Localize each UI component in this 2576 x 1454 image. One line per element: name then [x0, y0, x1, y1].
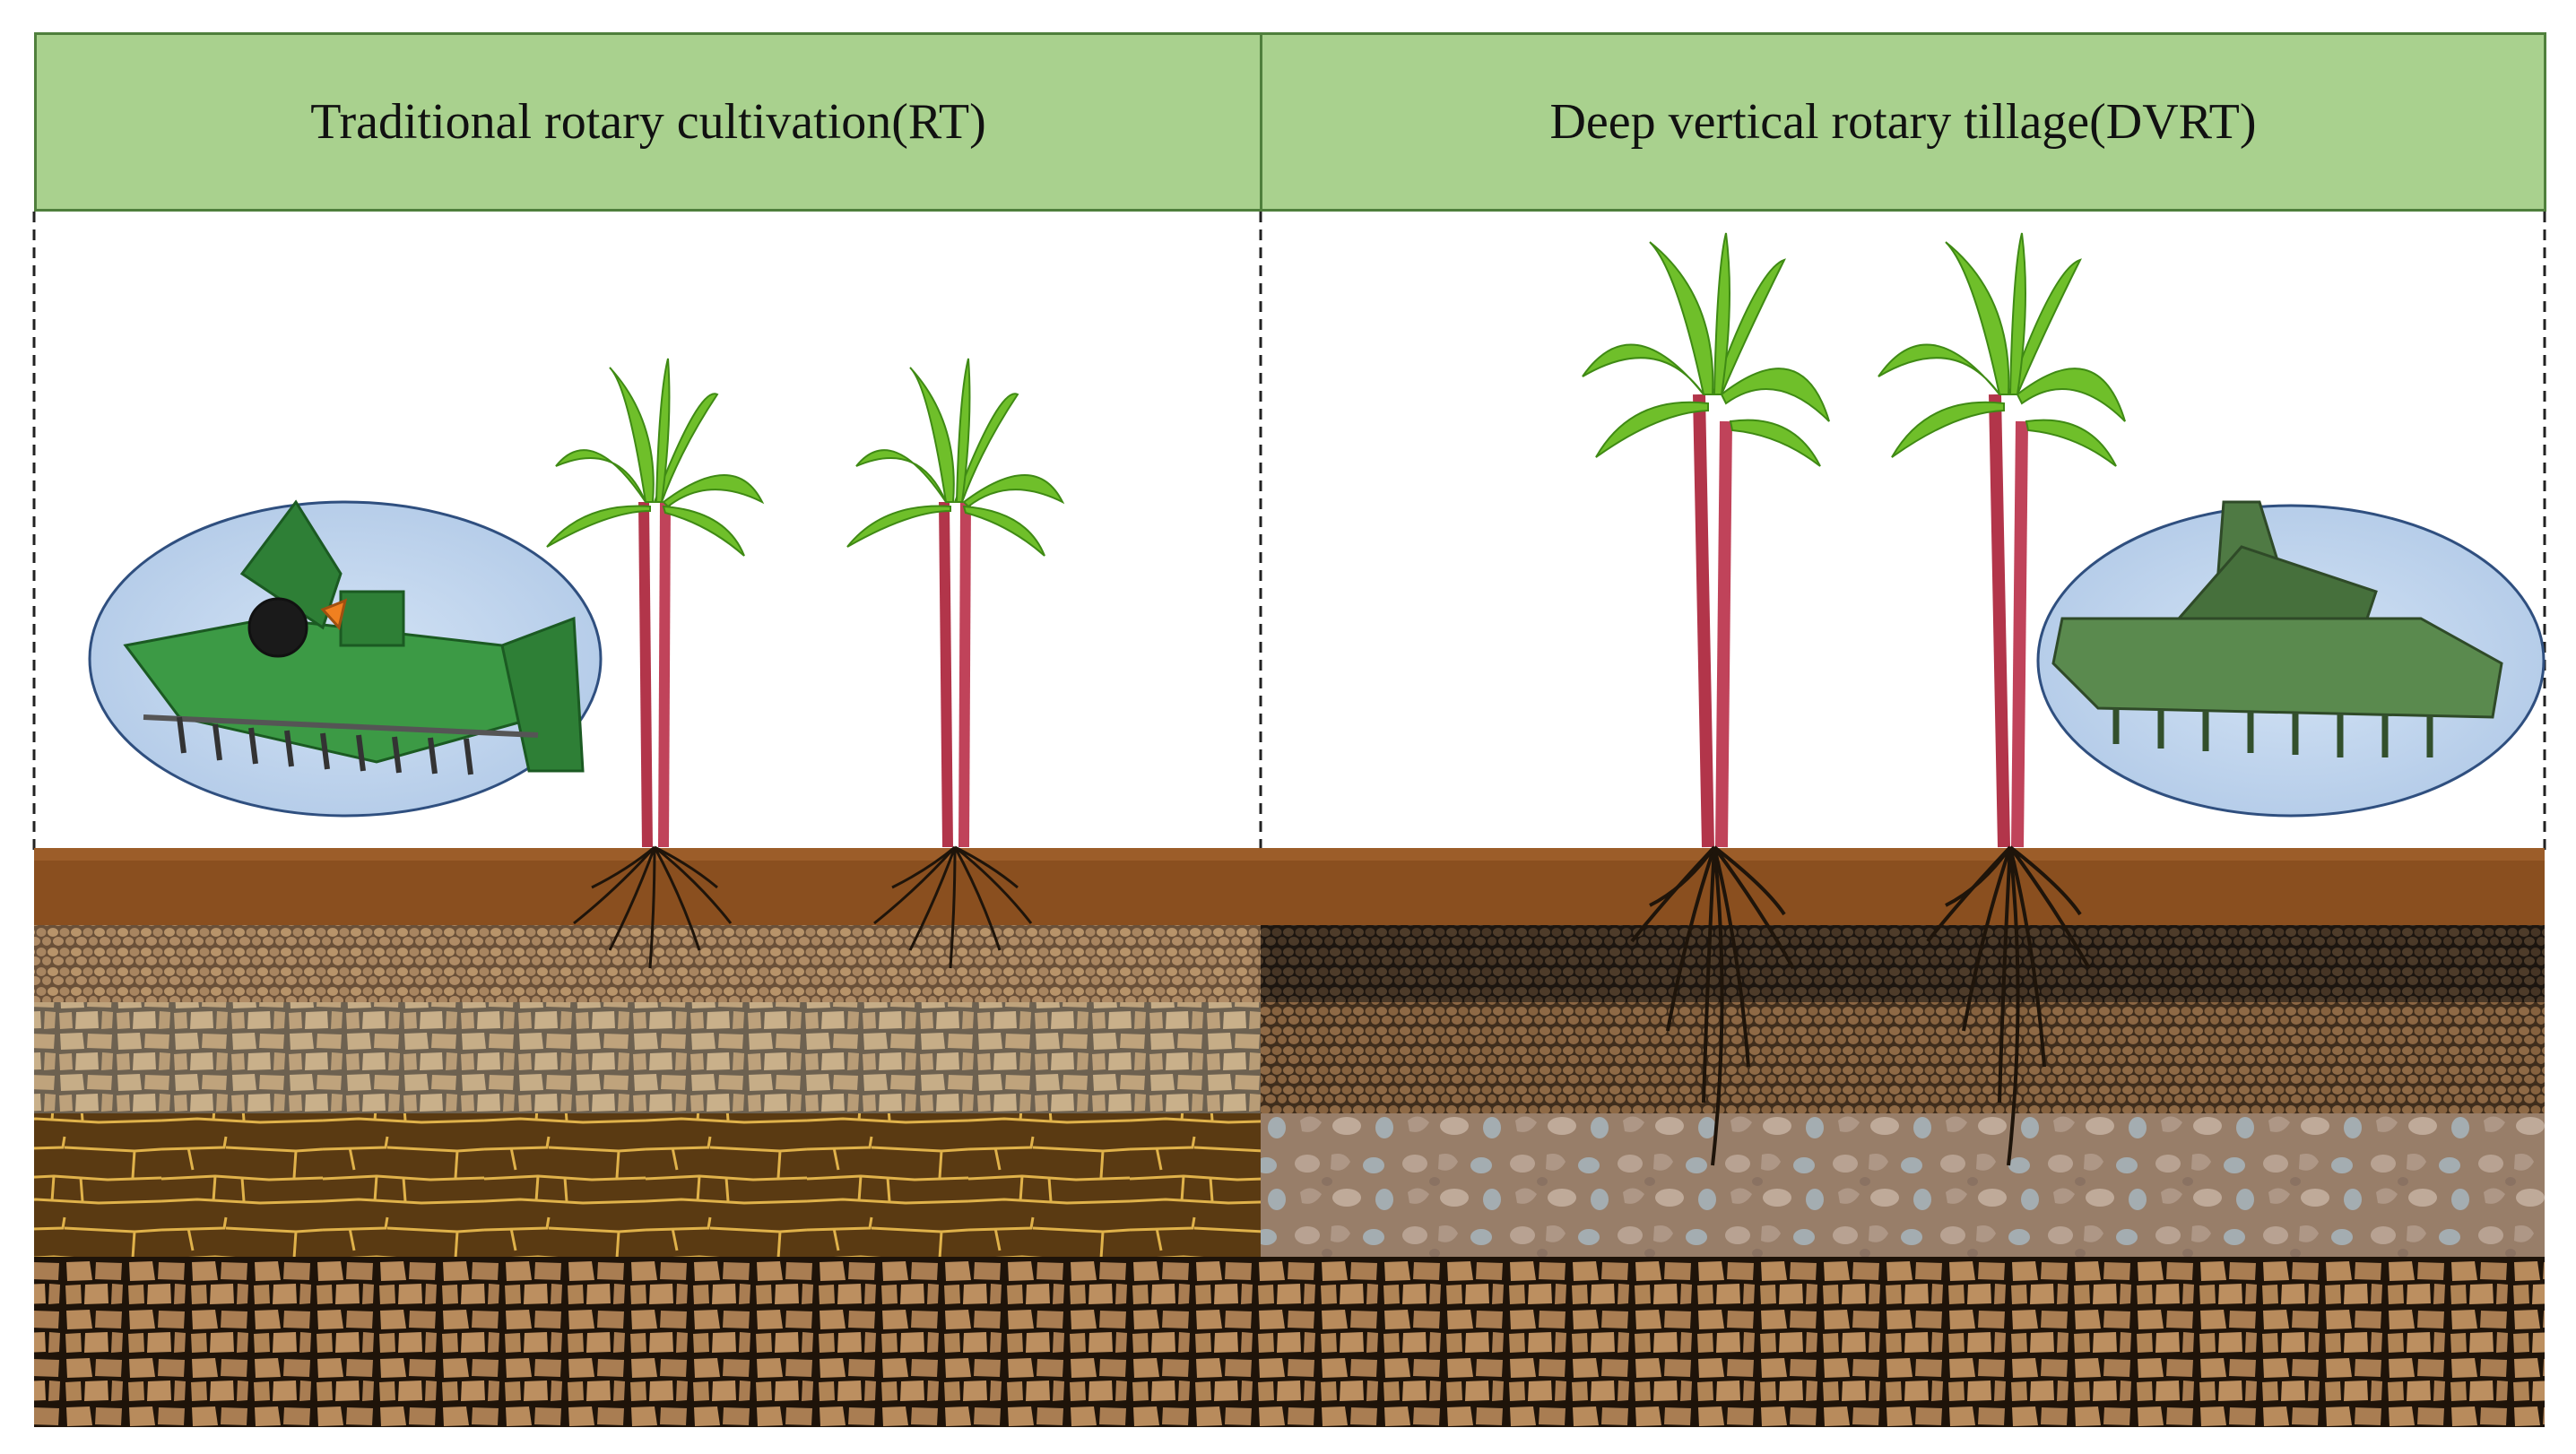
root-system-icon — [1630, 845, 1795, 1166]
rt-cobble-layer — [34, 1002, 1261, 1113]
dvrt-plow-layer — [1261, 848, 2545, 925]
dvrt-stone-layer — [1261, 1113, 2545, 1257]
sugarcane-icon — [1878, 232, 2126, 848]
dvrt-title: Deep vertical rotary tillage(DVRT) — [1549, 94, 2257, 150]
rt-plow-layer — [34, 848, 1261, 925]
dvrt-soil-profile — [1261, 848, 2545, 1427]
dvrt-pebble-layer — [1261, 1002, 2545, 1113]
deep-vertical-rotary-tiller-image — [2051, 500, 2503, 757]
sugarcane-icon — [546, 358, 765, 848]
root-system-icon — [573, 845, 733, 969]
rt-compacted-layer — [34, 1113, 1261, 1257]
dvrt-subsoil-layer — [1261, 1257, 2545, 1427]
rt-plants — [546, 358, 1065, 969]
dvrt-header: Deep vertical rotary tillage(DVRT) — [1260, 32, 2546, 212]
sugarcane-icon — [1582, 232, 1830, 848]
rt-machine-illustration — [88, 499, 603, 818]
rotary-cultivator-image — [123, 499, 585, 775]
rt-title: Traditional rotary cultivation(RT) — [310, 94, 986, 150]
dvrt-machine-illustration — [2036, 500, 2546, 818]
rt-soil-profile — [34, 848, 1261, 1427]
dvrt-dark-layer — [1261, 925, 2545, 1002]
rt-subsoil-layer — [34, 1257, 1261, 1427]
sugarcane-icon — [846, 358, 1065, 848]
rt-header: Traditional rotary cultivation(RT) — [34, 32, 1262, 212]
dvrt-plants — [1582, 232, 2126, 1166]
rt-pebble-layer — [34, 925, 1261, 1002]
root-system-icon — [1926, 845, 2091, 1166]
root-system-icon — [873, 845, 1033, 969]
